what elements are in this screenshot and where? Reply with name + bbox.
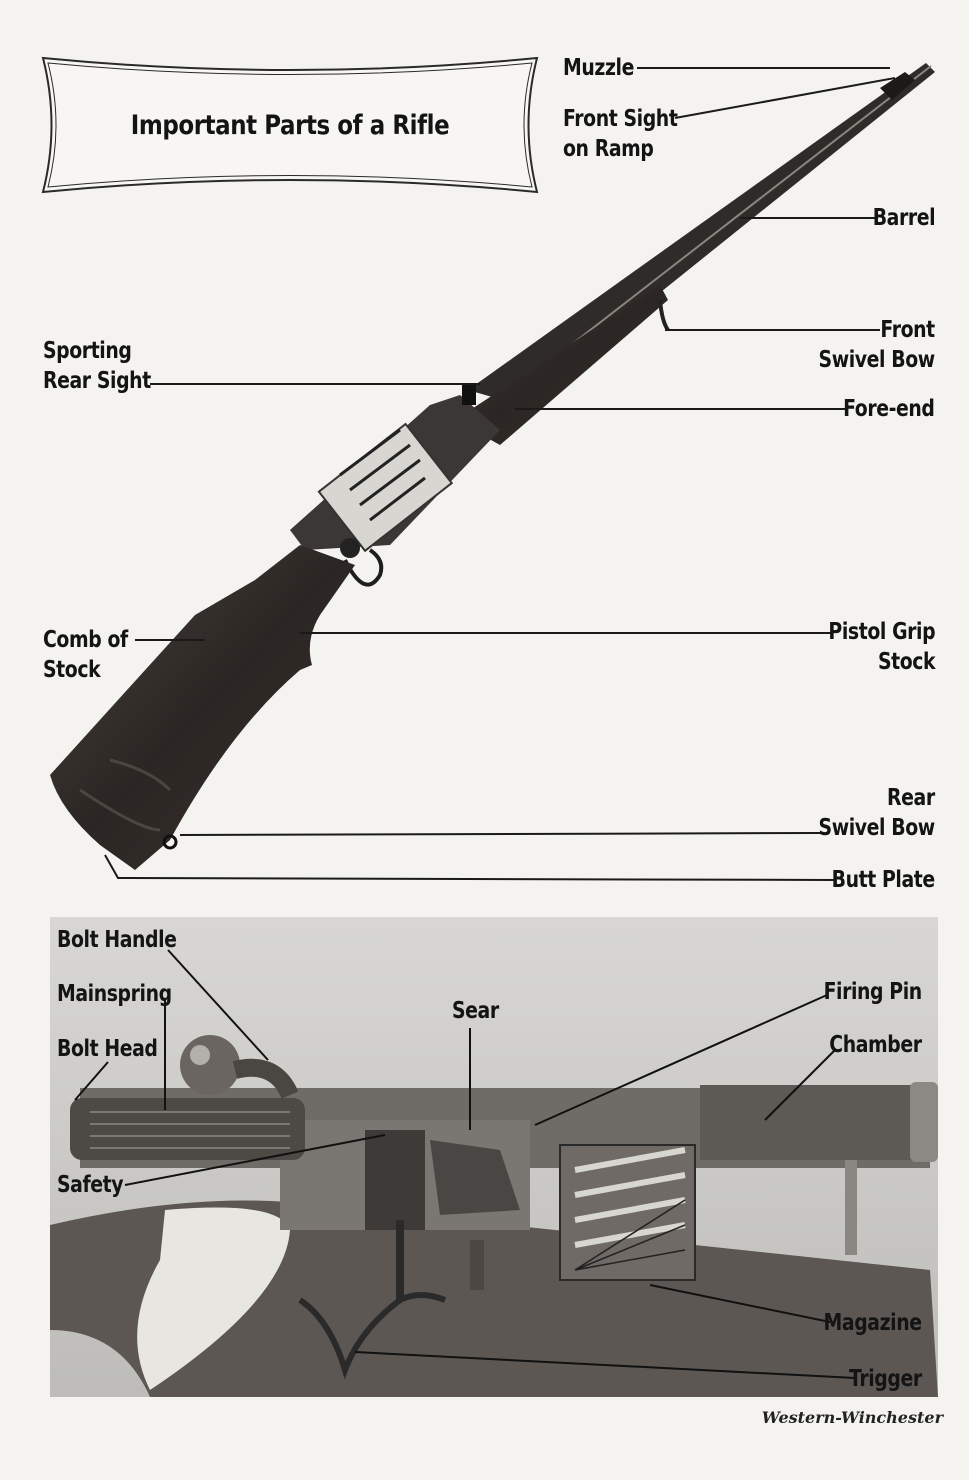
label-safety: Safety bbox=[57, 1172, 124, 1198]
fore-end bbox=[455, 285, 668, 445]
label-comb-of-stock: Comb of Stock bbox=[43, 627, 128, 683]
action-leader-lines bbox=[74, 949, 856, 1379]
label-pistol-grip-stock: Pistol Grip Stock bbox=[828, 619, 935, 675]
barrel bbox=[468, 63, 935, 405]
figure-title: Important Parts of a Rifle bbox=[130, 110, 450, 141]
stock bbox=[50, 545, 355, 870]
label-sear: Sear bbox=[452, 998, 499, 1024]
label-mainspring: Mainspring bbox=[57, 981, 172, 1007]
label-front-sight: Front Sight on Ramp bbox=[563, 106, 678, 162]
front-sight-ramp bbox=[880, 72, 915, 100]
rifle-leader-lines bbox=[104, 67, 896, 881]
rear-sight bbox=[462, 383, 476, 405]
label-chamber: Chamber bbox=[829, 1032, 923, 1058]
label-rear-swivel-bow: Rear Swivel Bow bbox=[818, 785, 936, 841]
front-swivel bbox=[658, 299, 670, 332]
label-sporting-rear-sight: Sporting Rear Sight bbox=[43, 338, 151, 394]
rifle-illustration bbox=[50, 63, 935, 870]
label-barrel: Barrel bbox=[872, 205, 935, 231]
credit-line: Western-Winchester bbox=[761, 1408, 943, 1427]
label-muzzle: Muzzle bbox=[563, 55, 634, 81]
title-banner bbox=[41, 56, 539, 194]
label-magazine: Magazine bbox=[823, 1310, 923, 1336]
action-cutaway-photo bbox=[50, 917, 938, 1397]
label-bolt-head: Bolt Head bbox=[57, 1036, 158, 1062]
trigger-guard bbox=[343, 548, 384, 587]
label-fore-end: Fore-end bbox=[843, 396, 936, 422]
rear-swivel bbox=[162, 834, 178, 850]
label-butt-plate: Butt Plate bbox=[831, 867, 936, 893]
label-trigger: Trigger bbox=[849, 1366, 922, 1392]
label-front-swivel-bow: Front Swivel Bow bbox=[818, 317, 936, 373]
label-bolt-handle: Bolt Handle bbox=[57, 927, 177, 953]
label-firing-pin: Firing Pin bbox=[823, 979, 923, 1005]
